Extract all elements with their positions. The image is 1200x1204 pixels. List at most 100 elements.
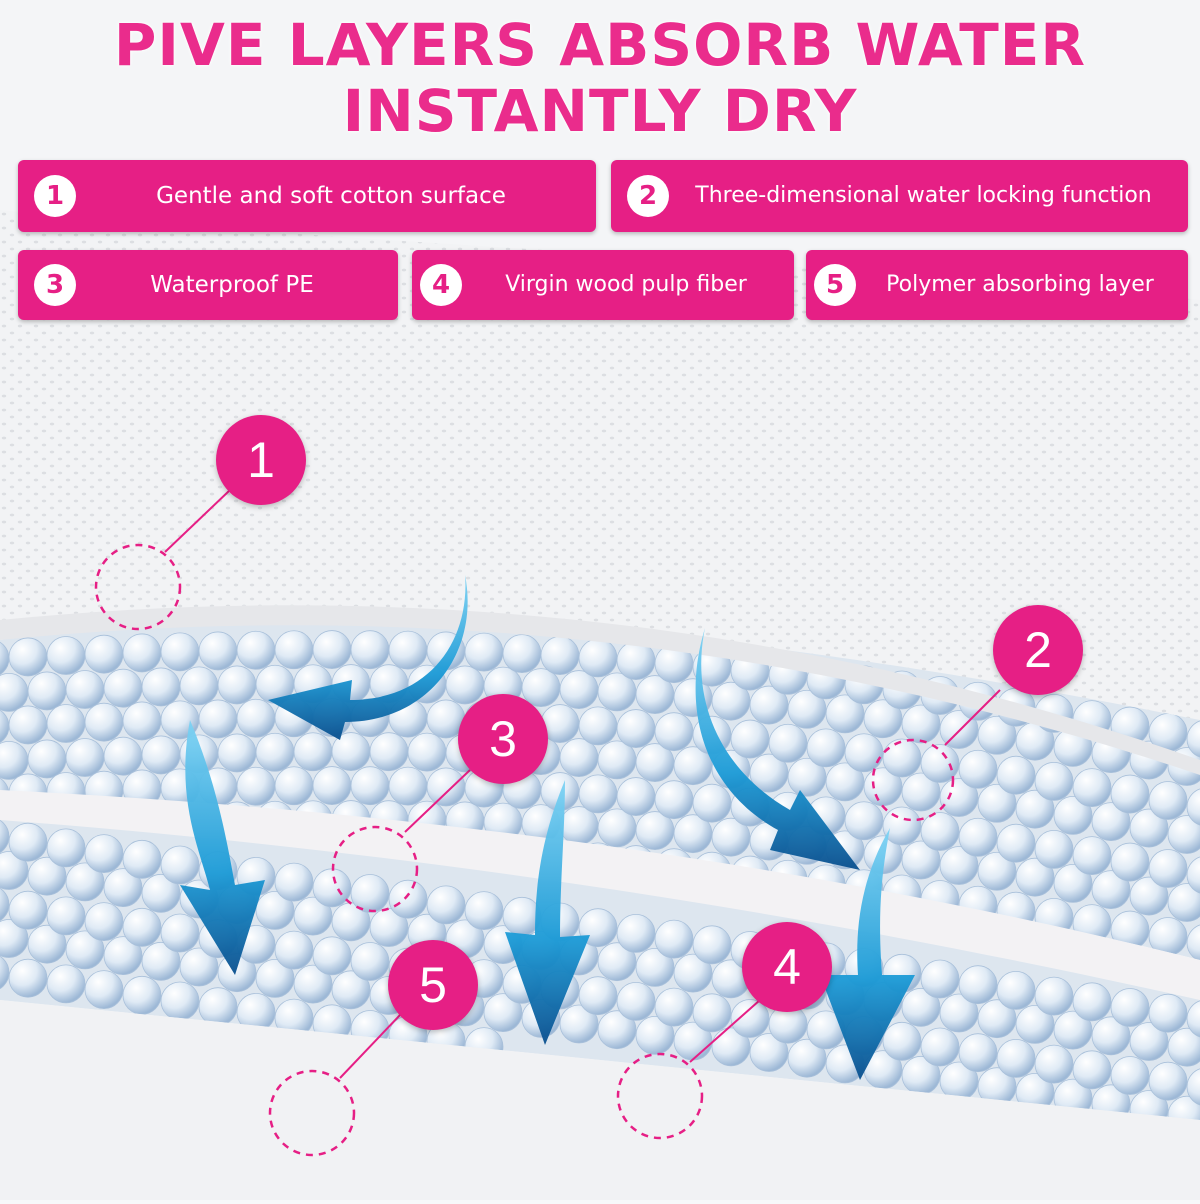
legend-label: Three-dimensional water locking function	[695, 183, 1152, 208]
bead	[0, 953, 10, 992]
bead	[274, 930, 314, 970]
bead	[122, 701, 162, 741]
marker-circle-2	[871, 738, 955, 822]
bead	[84, 970, 124, 1009]
legend-label: Polymer absorbing layer	[886, 272, 1154, 297]
bead	[293, 964, 333, 1004]
bead	[65, 862, 105, 902]
bead	[388, 630, 428, 670]
callout-3: 3	[458, 694, 548, 784]
bead	[863, 699, 903, 739]
bead	[426, 885, 466, 925]
bead	[0, 820, 10, 856]
water-arrow-icon	[268, 575, 468, 740]
bead	[198, 631, 238, 671]
callout-label: 4	[773, 939, 801, 995]
bead	[958, 965, 998, 1005]
bead	[350, 874, 390, 913]
legend-label: Gentle and soft cotton surface	[156, 183, 506, 209]
headline-line-2: INSTANTLY DRY	[342, 77, 858, 145]
bead	[578, 638, 618, 678]
bead	[654, 919, 694, 959]
bead	[141, 941, 181, 981]
bead	[65, 670, 105, 709]
bead	[122, 907, 162, 947]
bead	[939, 710, 979, 749]
bead	[350, 766, 390, 806]
legend-item-3: 3 Waterproof PE	[18, 250, 398, 320]
legend-number: 4	[420, 264, 462, 306]
bead	[312, 936, 352, 976]
bead	[540, 636, 580, 675]
bead	[0, 919, 29, 958]
bead	[122, 839, 162, 879]
bead	[293, 896, 333, 936]
bead	[787, 757, 827, 797]
bead	[977, 851, 1017, 891]
bead	[84, 902, 124, 941]
bead	[1129, 808, 1169, 848]
bead	[654, 712, 694, 752]
bead	[616, 914, 656, 953]
callout-label: 1	[247, 432, 275, 488]
bead	[46, 828, 86, 868]
bead	[1110, 1056, 1150, 1095]
bead	[217, 665, 257, 705]
bead	[616, 982, 656, 1021]
bead	[122, 633, 162, 673]
bead	[1148, 993, 1188, 1033]
bead	[768, 723, 808, 763]
bead	[312, 766, 352, 805]
bead	[692, 783, 732, 823]
bead	[616, 777, 656, 816]
bead	[1186, 923, 1200, 960]
bead	[84, 634, 124, 674]
bead	[920, 959, 960, 999]
bead	[1015, 1005, 1055, 1044]
bead	[274, 862, 314, 902]
bead	[882, 738, 922, 778]
bead	[958, 1033, 998, 1073]
bead	[1015, 789, 1055, 829]
bead	[673, 953, 713, 993]
bead	[46, 896, 86, 936]
water-arrow-icon	[180, 720, 265, 975]
bead	[749, 753, 789, 793]
bead	[46, 636, 86, 675]
bead	[312, 630, 352, 669]
bead	[692, 993, 732, 1033]
bead	[1167, 815, 1200, 854]
bead	[939, 778, 979, 817]
bead	[1034, 829, 1074, 869]
bead	[939, 846, 979, 885]
bead	[1034, 1044, 1074, 1084]
bead	[350, 942, 390, 981]
bead	[426, 767, 466, 807]
bead	[578, 976, 618, 1016]
legend-item-4: 4 Virgin wood pulp fiber	[412, 250, 794, 320]
bead	[901, 704, 941, 744]
bead	[160, 981, 200, 1021]
bead	[179, 666, 219, 706]
bead	[1148, 1061, 1188, 1101]
bead	[198, 987, 238, 1027]
bead	[236, 766, 276, 806]
bead	[312, 868, 352, 908]
bead	[958, 817, 998, 857]
bead	[901, 772, 941, 812]
bead	[578, 706, 618, 746]
bead	[27, 856, 67, 896]
bead	[464, 632, 504, 672]
bead	[825, 694, 865, 734]
bead	[84, 834, 124, 873]
callout-label: 2	[1024, 622, 1052, 678]
bead	[46, 964, 86, 1004]
bead	[996, 1039, 1036, 1078]
callout-label: 3	[489, 711, 517, 767]
callout-2: 2	[993, 605, 1083, 695]
marker-circle-4	[616, 1052, 704, 1140]
bead	[635, 1016, 675, 1055]
bead	[483, 993, 523, 1032]
bead	[749, 1033, 789, 1072]
bead	[635, 948, 675, 987]
